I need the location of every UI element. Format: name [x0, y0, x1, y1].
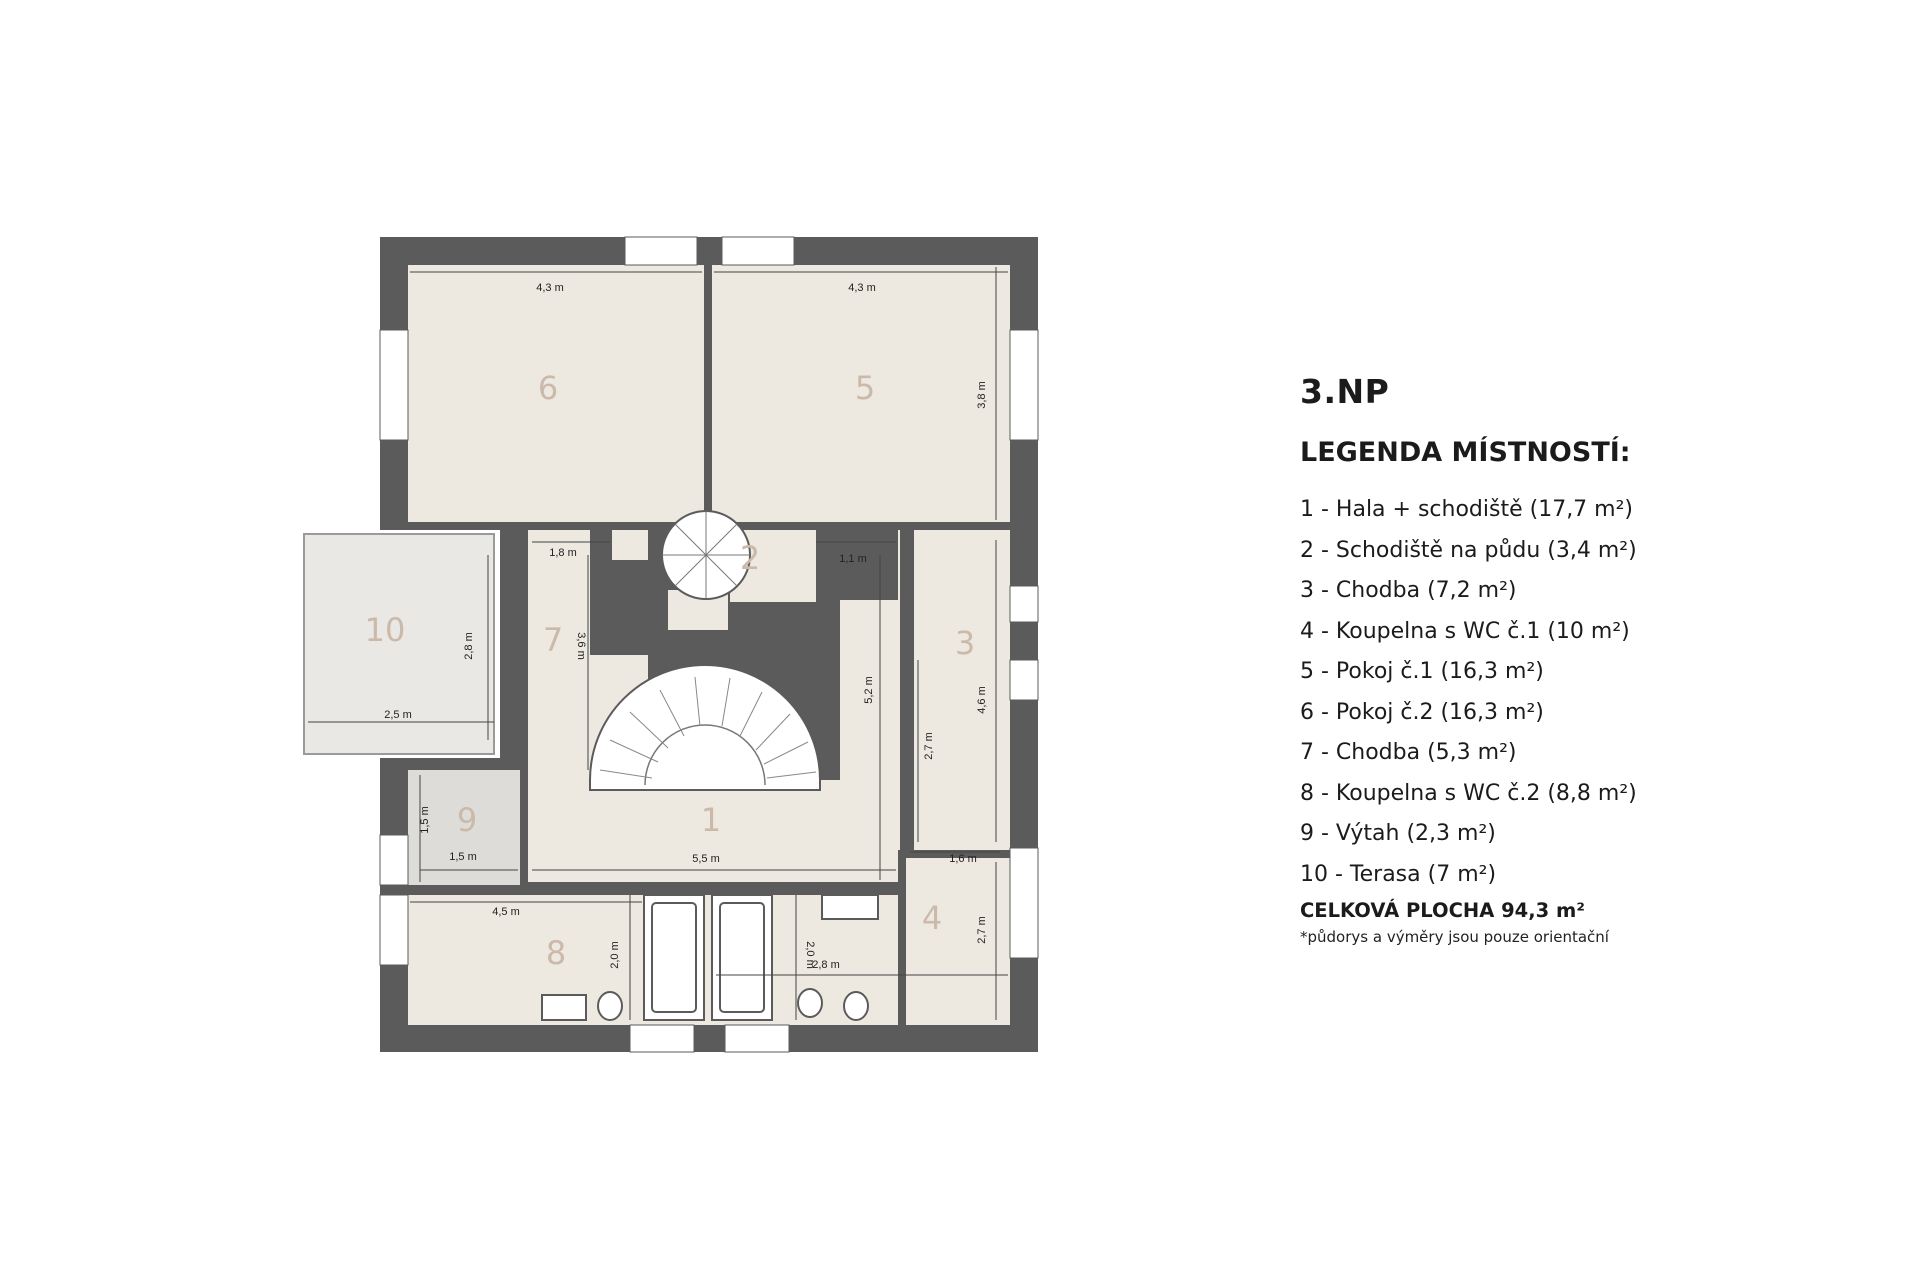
dimension-label: 2,8 m	[463, 632, 475, 660]
dimension-label: 1,5 m	[419, 806, 431, 834]
dimension-label: 1,5 m	[449, 851, 477, 863]
legend-item: 9 - Výtah (2,3 m²)	[1300, 821, 1496, 846]
legend-title: LEGENDA MÍSTNOSTÍ:	[1300, 437, 1631, 468]
dimension-label: 1,1 m	[839, 553, 867, 565]
legend-list: 1 - Hala + schodiště (17,7 m²) 2 - Schod…	[1300, 490, 1860, 895]
room-numbers: 1 2 3 4 5 6 7 8 9 10	[365, 369, 976, 972]
disclaimer-note: *půdorys a výměry jsou pouze orientační	[1300, 928, 1609, 946]
room-1-floor	[528, 775, 898, 882]
dimension-label: 2,0 m	[609, 941, 621, 969]
dimension-label: 3,8 m	[976, 381, 988, 409]
dimension-label: 4,3 m	[536, 282, 564, 294]
dimension-label: 2,0 m	[804, 941, 816, 969]
dimension-label: 2,5 m	[384, 709, 412, 721]
room-number-9: 9	[457, 801, 477, 839]
windows	[379, 236, 1039, 1053]
legend-item: 5 - Pokoj č.1 (16,3 m²)	[1300, 659, 1544, 684]
dimension-label: 5,2 m	[863, 676, 875, 704]
sink-2	[821, 894, 879, 920]
room-4-floor	[906, 858, 1010, 1025]
room-number-8: 8	[546, 934, 566, 972]
main-staircase	[589, 664, 821, 791]
room-number-1: 1	[701, 801, 721, 839]
legend-item: 8 - Koupelna s WC č.2 (8,8 m²)	[1300, 780, 1637, 806]
legend-item: 2 - Schodiště na půdu (3,4 m²)	[1300, 537, 1637, 563]
bathroom-fixtures	[541, 894, 879, 1021]
room-number-6: 6	[538, 369, 558, 407]
legend-item: 10 - Terasa (7 m²)	[1300, 861, 1497, 887]
legend-item: 4 - Koupelna s WC č.1 (10 m²)	[1300, 618, 1630, 644]
total-area: CELKOVÁ PLOCHA 94,3 m²	[1300, 899, 1585, 922]
legend-item: 1 - Hala + schodiště (17,7 m²)	[1300, 497, 1634, 522]
toilet-2	[797, 988, 823, 1018]
terrace	[300, 530, 500, 758]
room-1-left-floor	[528, 740, 588, 780]
dimension-label: 2,7 m	[976, 916, 988, 944]
room-number-4: 4	[922, 899, 942, 937]
sink-1	[541, 994, 587, 1021]
dimension-labels: 4,3 m 4,3 m 3,8 m 1,8 m 1,1 m 3,6 m 2,8 m 5,2 m…	[308, 267, 1008, 1020]
dimension-label: 4,5 m	[492, 906, 520, 918]
toilet-1	[597, 991, 623, 1021]
dimension-label: 2,8 m	[812, 959, 840, 971]
legend-item: 7 - Chodba (5,3 m²)	[1300, 740, 1517, 765]
room-number-5: 5	[855, 369, 875, 407]
room-number-7: 7	[543, 621, 563, 659]
spiral-staircase	[661, 510, 751, 600]
room-9-floor	[408, 770, 520, 885]
legend-item: 3 - Chodba (7,2 m²)	[1300, 578, 1517, 603]
room-3-floor	[898, 530, 1010, 850]
dimension-label: 5,5 m	[692, 853, 720, 865]
room-number-2: 2	[740, 539, 760, 577]
dimension-label: 1,6 m	[949, 853, 977, 865]
dimension-label: 4,6 m	[976, 686, 988, 714]
floor-title: 3.NP	[1300, 372, 1390, 411]
dimension-label: 3,6 m	[575, 632, 587, 660]
room-6-floor	[408, 265, 704, 522]
legend-panel: 3.NP LEGENDA MÍSTNOSTÍ: 1 - Hala + schod…	[1300, 372, 1860, 946]
dimension-label: 2,7 m	[923, 732, 935, 760]
room-number-3: 3	[955, 624, 975, 662]
room-number-10: 10	[365, 611, 406, 649]
toilet-3	[843, 991, 869, 1021]
dimension-label: 1,8 m	[549, 547, 577, 559]
room-5-floor	[712, 265, 1010, 522]
dimension-label: 4,3 m	[848, 282, 876, 294]
legend-item: 6 - Pokoj č.2 (16,3 m²)	[1300, 699, 1544, 725]
